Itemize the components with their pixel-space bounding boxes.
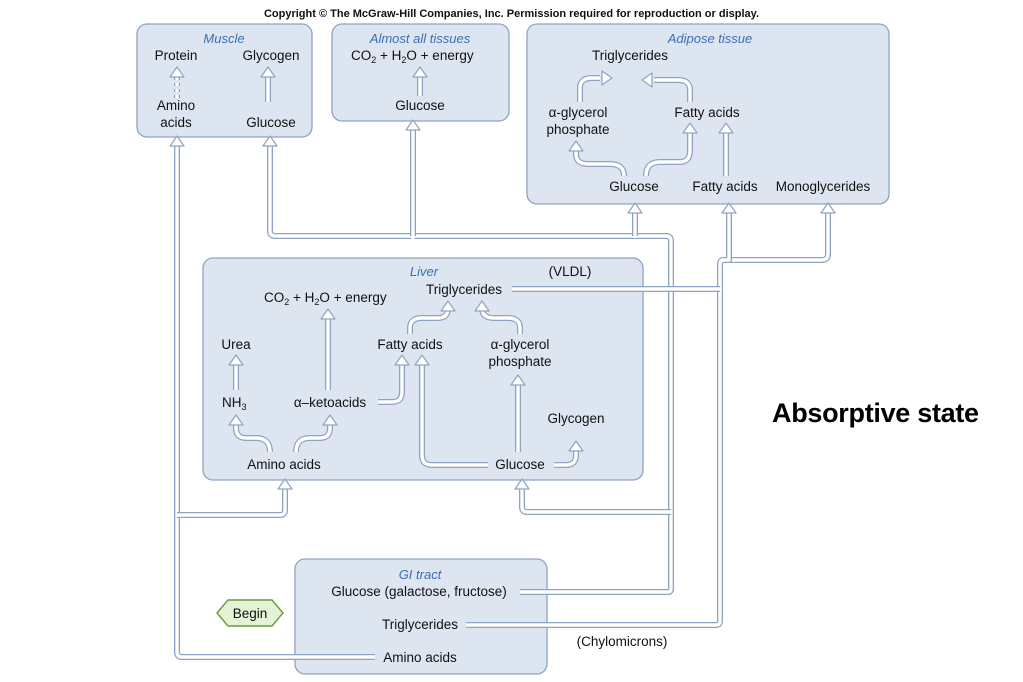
liver-fatty-acids: Fatty acids: [377, 337, 443, 352]
gi-title: GI tract: [399, 567, 443, 582]
arrowhead-a-glycerol: [568, 140, 584, 152]
liver-glucose: Glucose: [495, 457, 545, 472]
arrowhead-glucose-glycerol: [510, 374, 526, 386]
liver-urea: Urea: [221, 337, 251, 352]
begin-label: Begin: [233, 606, 268, 621]
liver-vldl: (VLDL): [549, 264, 592, 279]
adipose-fatty-acids: Fatty acids: [692, 179, 758, 194]
adipose-a-glycerol-line1: α-glycerol: [549, 105, 608, 120]
arrowhead-protein: [169, 66, 185, 78]
muscle-box: [136, 23, 313, 138]
adipose-triglycerides: Triglycerides: [592, 48, 668, 63]
liver-nh3: NH3: [222, 395, 247, 412]
liver-a-glycerol-line1: α-glycerol: [491, 337, 550, 352]
gi-chylomicrons: (Chylomicrons): [577, 634, 668, 649]
arrowhead-glucose-glycogen: [568, 440, 584, 452]
adipose-monoglycerides: Monoglycerides: [776, 179, 871, 194]
arrowhead-liver-co2: [320, 308, 336, 320]
begin-marker: Begin: [216, 599, 284, 627]
liver-products: CO2 + H2O + energy: [264, 290, 387, 307]
muscle-title: Muscle: [203, 31, 244, 46]
muscle-glycogen: Glycogen: [242, 48, 299, 63]
arrowhead-ketoacids: [322, 414, 338, 426]
gi-amino-acids: Amino acids: [383, 650, 457, 665]
liver-ketoacids: α–ketoacids: [294, 395, 367, 410]
adipose-a-glycerol-line2: phosphate: [546, 122, 609, 137]
gi-glucose: Glucose (galactose, fructose): [331, 584, 507, 599]
internal-arrows: [174, 74, 729, 468]
arrow-heads: [169, 66, 836, 490]
arrowhead-adipose-glucose: [627, 202, 643, 214]
arrowhead-co2: [412, 66, 428, 78]
arrowhead-adipose-trig-right: [641, 72, 653, 88]
tissues-products: CO2 + H2O + energy: [351, 48, 474, 65]
state-title: Absorptive state: [772, 398, 979, 428]
liver-glycogen: Glycogen: [547, 411, 604, 426]
arrowhead-adipose-mono: [820, 202, 836, 214]
liver-triglycerides: Triglycerides: [426, 282, 502, 297]
gi-triglycerides: Triglycerides: [382, 617, 458, 632]
liver-amino-acids: Amino acids: [247, 457, 321, 472]
arrowhead-fatty-inner-1: [682, 122, 698, 134]
gi-tract-box: [294, 558, 548, 675]
muscle-protein: Protein: [155, 48, 198, 63]
arrowhead-muscle-amino: [169, 135, 185, 147]
liver-title: Liver: [410, 264, 439, 279]
arrowhead-glycogen: [260, 66, 276, 78]
arrowhead-liver-amino: [277, 478, 293, 490]
arrowhead-muscle-glucose: [262, 135, 278, 147]
arrowhead-fatty-trig: [440, 300, 456, 312]
arrowhead-tissues-glucose: [405, 119, 421, 131]
adipose-glucose: Glucose: [609, 179, 659, 194]
arrowhead-fatty-inner-2: [718, 122, 734, 134]
arrowhead-keto-fatty: [394, 354, 410, 366]
arrowhead-liver-glucose: [514, 478, 530, 490]
tissues-glucose: Glucose: [395, 98, 445, 113]
muscle-amino-line1: Amino: [157, 98, 195, 113]
arrowhead-adipose-trig-left: [601, 70, 613, 86]
adipose-box: [526, 23, 890, 205]
arrowhead-urea: [228, 354, 244, 366]
adipose-fatty-acids-inner: Fatty acids: [674, 105, 740, 120]
adipose-title: Adipose tissue: [667, 31, 753, 46]
arrowhead-glycerol-trig: [474, 300, 490, 312]
arrowhead-nh3: [228, 414, 244, 426]
arrowhead-glucose-fatty: [414, 354, 430, 366]
arrowhead-adipose-fatty: [721, 202, 737, 214]
inter-organ-pipes: [174, 126, 831, 660]
muscle-glucose: Glucose: [246, 115, 296, 130]
tissues-title: Almost all tissues: [369, 31, 471, 46]
liver-a-glycerol-line2: phosphate: [488, 354, 551, 369]
copyright-notice: Copyright © The McGraw-Hill Companies, I…: [263, 8, 760, 20]
muscle-amino-line2: acids: [160, 115, 192, 130]
